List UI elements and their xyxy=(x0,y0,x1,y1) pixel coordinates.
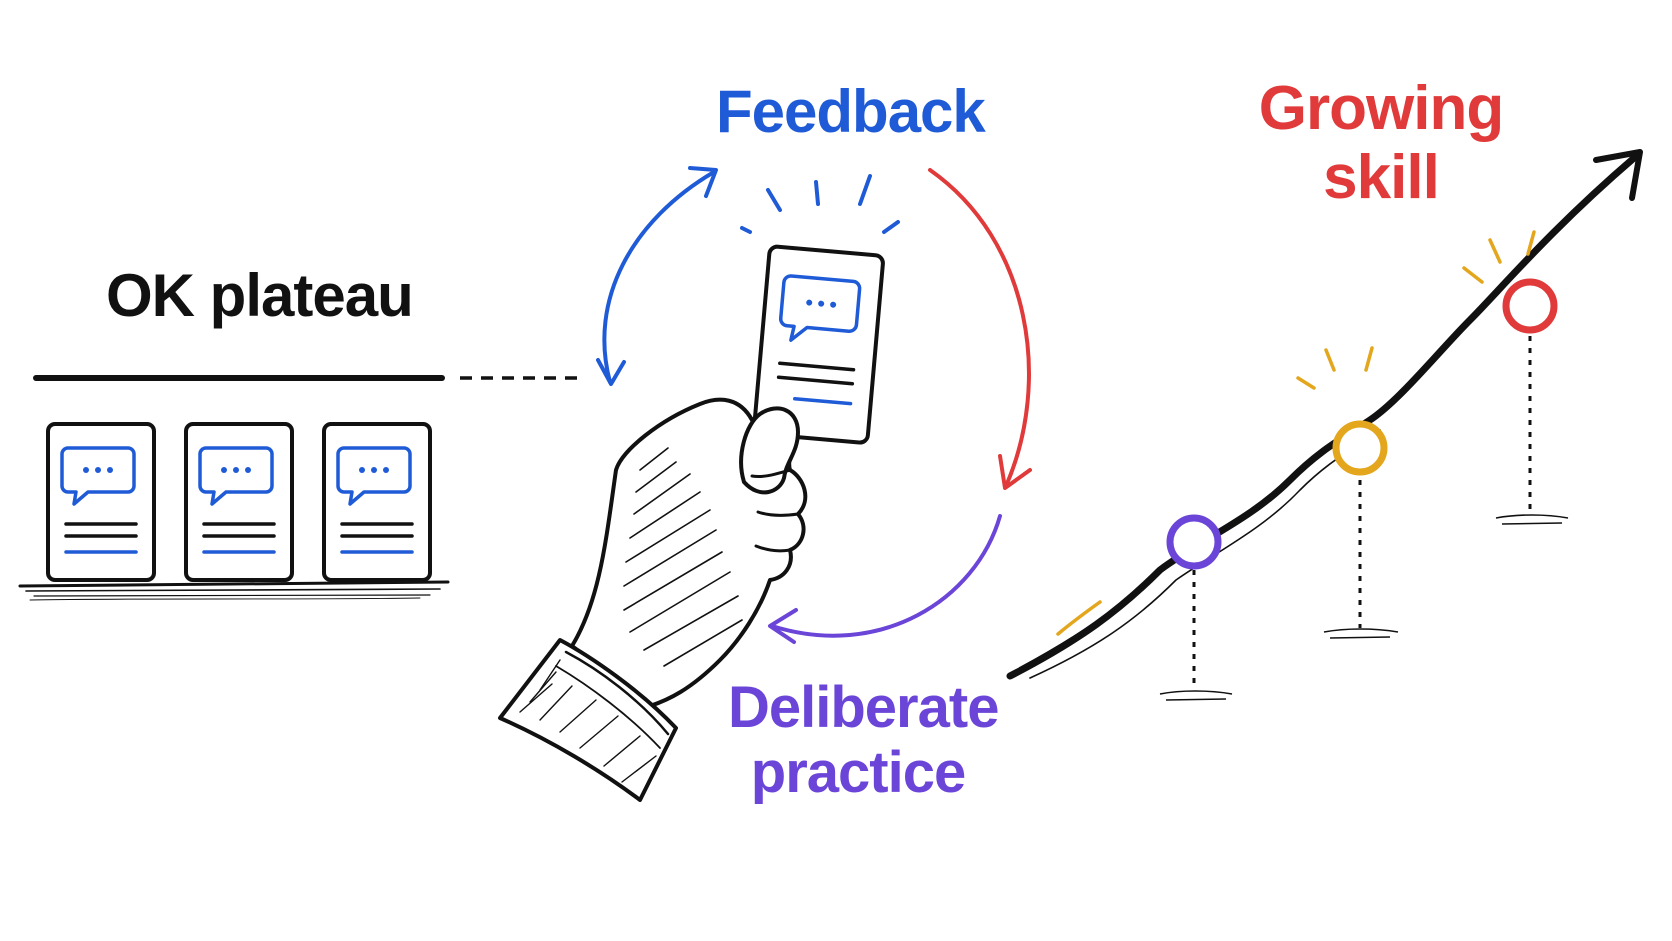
deliberate-practice-label: Deliberate practice xyxy=(728,675,999,806)
loop-arrow-purple-head xyxy=(768,608,798,644)
loop-arrow-purple xyxy=(770,514,1002,638)
loop-arrow-blue xyxy=(602,170,716,384)
milestone-1 xyxy=(1159,514,1233,701)
feedback-burst-icon xyxy=(740,174,900,234)
plateau-card-icon-1 xyxy=(46,422,156,582)
held-card-icon xyxy=(752,244,885,445)
loop-arrow-red-head xyxy=(998,454,1032,490)
growing-skill-line-2: skill xyxy=(1323,143,1440,213)
spark-icon-3 xyxy=(1462,230,1536,284)
hand-icon xyxy=(498,244,885,802)
milestone-3 xyxy=(1462,230,1569,525)
milestone-2 xyxy=(1296,346,1399,639)
plateau-group xyxy=(18,375,578,601)
deliberate-practice-line-2: practice xyxy=(750,739,966,805)
deliberate-practice-line-1: Deliberate xyxy=(728,675,999,740)
spark-icon-2 xyxy=(1296,346,1374,390)
loop-arrow-red xyxy=(928,168,1031,488)
plateau-card-icon-2 xyxy=(184,422,294,582)
loop-arrow-blue-head-top xyxy=(688,166,718,198)
growth-line xyxy=(1006,154,1638,680)
arrow-up-right-icon xyxy=(1593,149,1643,201)
plateau-shelf xyxy=(18,580,450,601)
plateau-card-icon-3 xyxy=(322,422,432,582)
feedback-loop xyxy=(596,166,1032,644)
feedback-label: Feedback xyxy=(716,78,986,145)
growth-curve xyxy=(1006,149,1643,680)
plateau-label: OK plateau xyxy=(106,262,414,329)
growing-skill-line-1: Growing xyxy=(1258,74,1504,143)
growing-skill-label: Growing skill xyxy=(1246,74,1516,213)
spark-icon-start xyxy=(1056,600,1102,636)
loop-arrow-blue-head-bottom xyxy=(596,358,626,386)
